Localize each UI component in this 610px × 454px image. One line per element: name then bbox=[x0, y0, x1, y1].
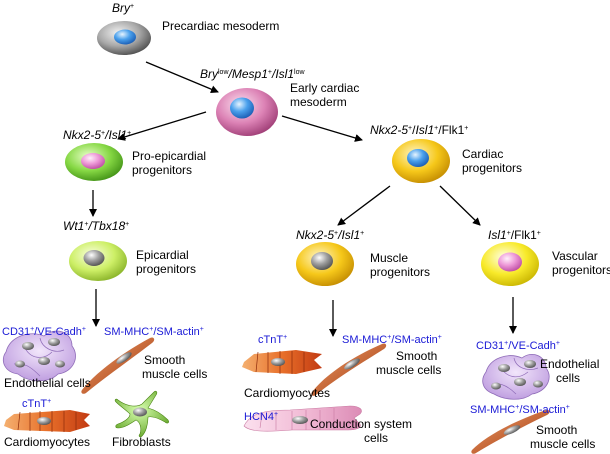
vascular-marker: Isl1+/Flk1+ bbox=[488, 228, 541, 242]
mus-cardiomyocyte-label: Cardiomyocytes bbox=[244, 386, 331, 400]
epi-fibroblast bbox=[114, 390, 169, 438]
vas-endothelial-marker: CD31+/VE-Cadh+ bbox=[476, 340, 561, 352]
precardiac-cell bbox=[97, 21, 151, 55]
arrows bbox=[89, 61, 517, 337]
epi-endothelial-label: Endothelial cells bbox=[4, 376, 91, 390]
epi-smooth-muscle-marker: SM-MHC+/SM-actin+ bbox=[104, 326, 204, 338]
epicardial-cell bbox=[69, 241, 127, 281]
proepicardial-cell bbox=[65, 143, 123, 181]
arrow-early-to-proepicardial bbox=[117, 111, 207, 141]
proepicardial-marker: Nkx2-5+/Isl1+ bbox=[63, 128, 132, 142]
epi-endothelial-marker: CD31+/VE-Cadh+ bbox=[2, 326, 87, 338]
epi-fibroblast-label: Fibroblasts bbox=[112, 435, 171, 449]
arrow-cardiac-to-vascular bbox=[439, 185, 481, 226]
mus-smooth-muscle-cell bbox=[311, 343, 387, 396]
arrow-precardiac-to-early bbox=[145, 61, 219, 93]
early-marker: Brylow/Mesp1+/Isl1low bbox=[200, 67, 305, 81]
mus-cardiomyocyte-marker: cTnT+ bbox=[258, 334, 288, 346]
epicardial-marker: Wt1+/Tbx18+ bbox=[63, 219, 130, 233]
vas-endothelial-cells bbox=[482, 354, 550, 400]
precardiac-label: Precardiac mesoderm bbox=[162, 19, 280, 33]
epi-smooth-muscle-cell bbox=[81, 337, 155, 394]
vas-smooth-muscle-cell bbox=[471, 409, 550, 454]
arrow-early-to-cardiac bbox=[281, 115, 363, 142]
cardiac-cell bbox=[392, 139, 450, 183]
epi-cardiomyocyte bbox=[4, 410, 90, 432]
epi-cardiomyocyte-marker: cTnT+ bbox=[22, 398, 52, 410]
mus-conduction-cell bbox=[243, 405, 362, 432]
precardiac-marker: Bry+ bbox=[112, 1, 135, 15]
mus-cardiomyocyte bbox=[242, 350, 322, 374]
cardiac-marker: Nkx2-5+/Isl1+/Flk1+ bbox=[370, 123, 469, 137]
early-cardiac-cell bbox=[216, 88, 278, 136]
muscle-cell bbox=[296, 242, 354, 286]
vascular-cell bbox=[481, 242, 539, 286]
muscle-marker: Nkx2-5+/Isl1+ bbox=[296, 228, 365, 242]
mus-smooth-muscle-marker: SM-MHC+/SM-actin+ bbox=[342, 334, 442, 346]
vas-smooth-muscle-marker: SM-MHC+/SM-actin+ bbox=[470, 404, 570, 416]
mus-hcn4-marker: HCN4+ bbox=[244, 411, 279, 423]
epi-endothelial-cells bbox=[2, 330, 76, 382]
arrow-cardiac-to-muscle bbox=[337, 185, 391, 226]
epi-cardiomyocyte-label: Cardiomyocytes bbox=[4, 435, 91, 449]
